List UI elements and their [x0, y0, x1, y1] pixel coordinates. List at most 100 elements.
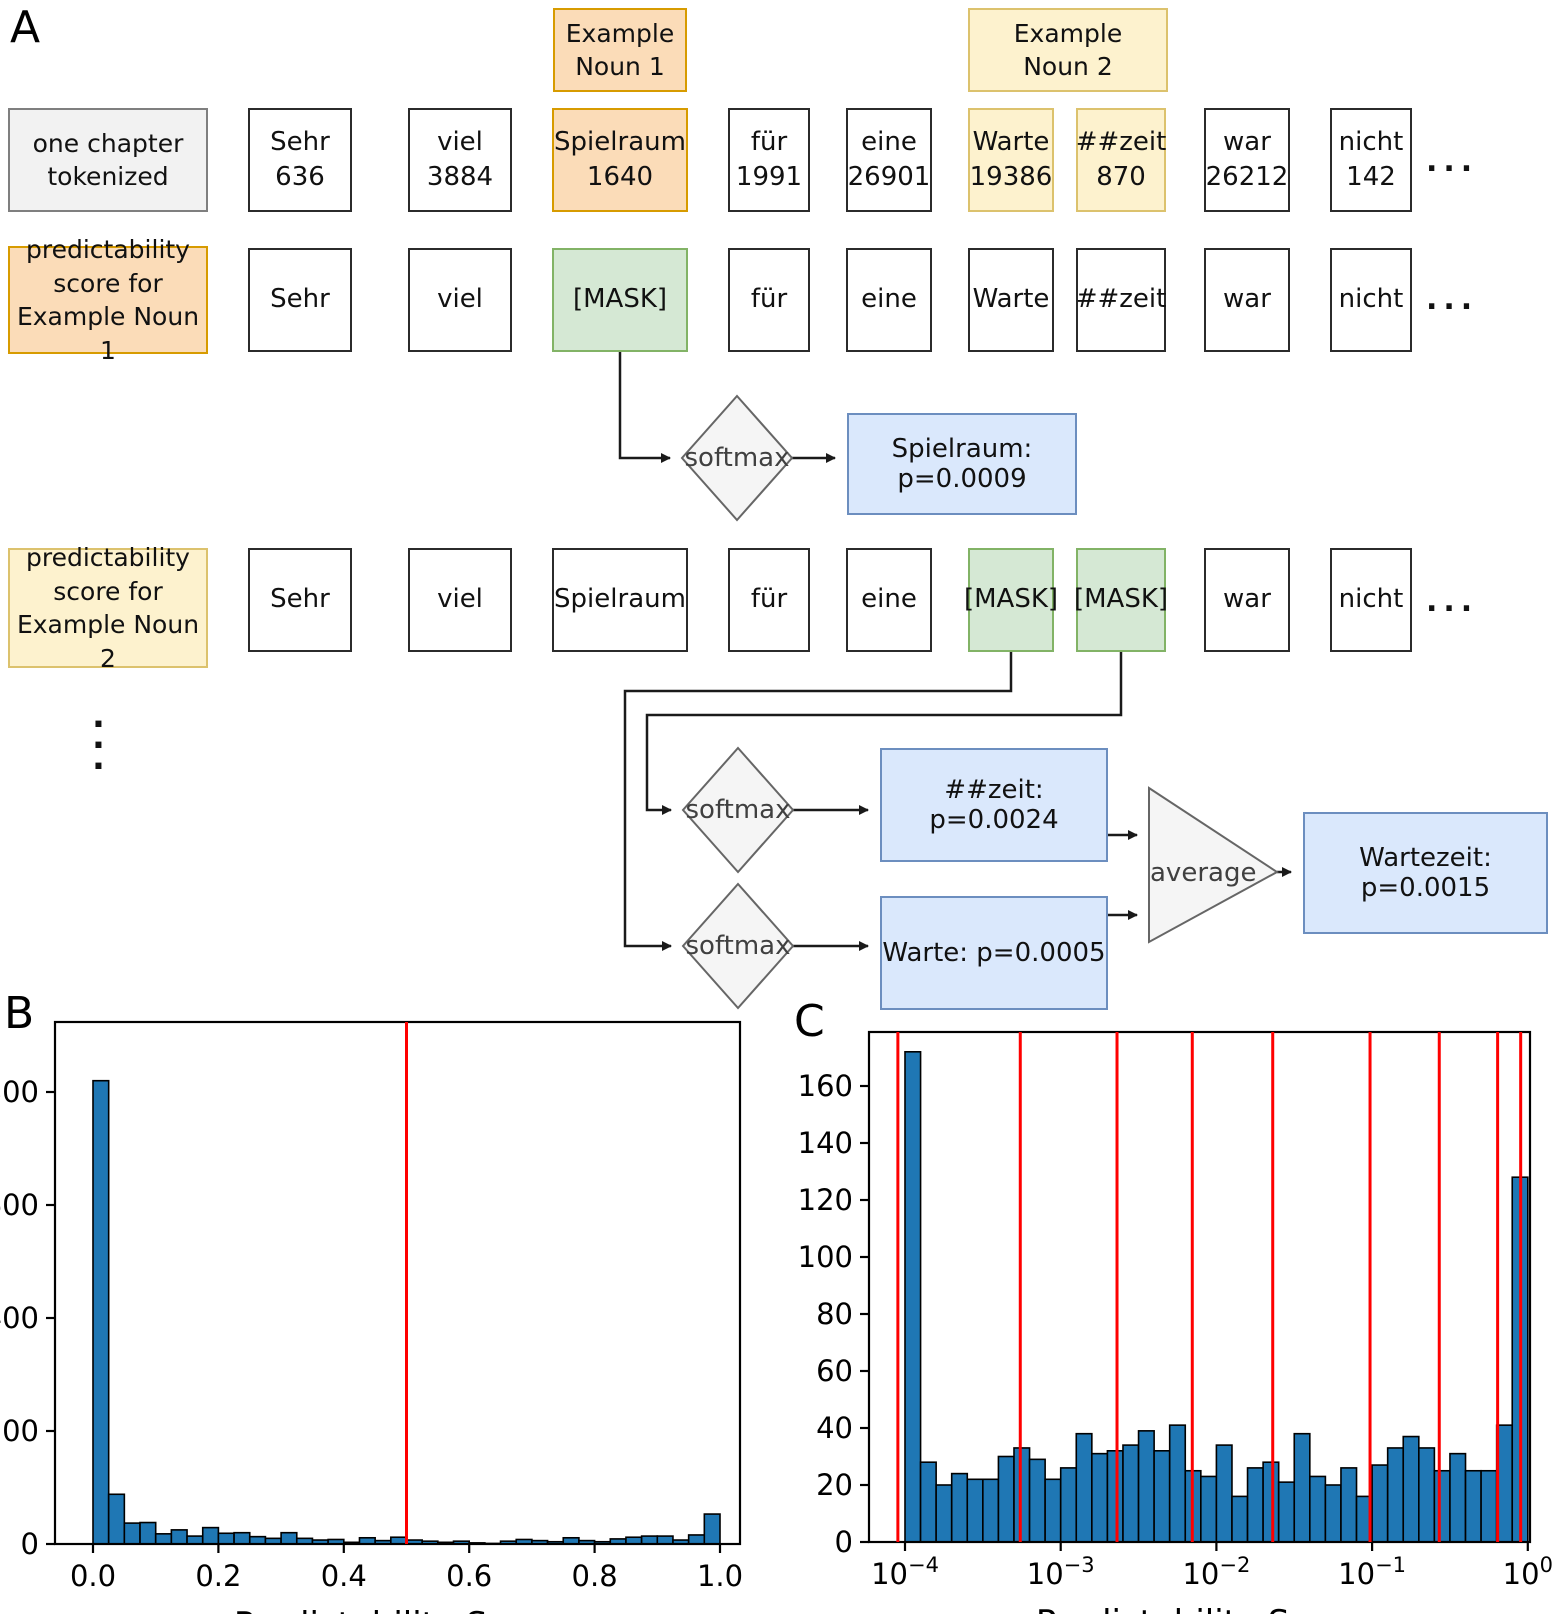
x-tick-label: 0.4 — [321, 1559, 367, 1593]
softmax-diamond-3 — [681, 882, 795, 1010]
hist-bar — [1433, 1469, 1451, 1543]
result-warte-box: Warte: p=0.0005 — [880, 896, 1108, 1010]
token-eine-row1: eine 26901 — [846, 108, 932, 212]
y-tick-label: 120 — [798, 1183, 853, 1217]
hist-bar — [1324, 1484, 1342, 1543]
y-tick-label: 40 — [816, 1411, 853, 1445]
hist-bar — [1044, 1478, 1062, 1543]
x-tick-label: 10−2 — [1182, 1553, 1250, 1591]
token-viel-row2: viel — [408, 248, 512, 352]
token-nicht-row3: nicht — [1330, 548, 1412, 652]
hist-bar — [1371, 1464, 1389, 1543]
token-fr-row2: für — [728, 248, 810, 352]
x-axis-label: Predictability Score — [1036, 1603, 1363, 1614]
hist-bar — [1480, 1469, 1498, 1543]
hist-bar — [1122, 1444, 1140, 1543]
x-tick-label: 100 — [1503, 1553, 1553, 1591]
connector-maskA-to-softmax-warte — [623, 652, 1013, 951]
hist-bar — [1262, 1461, 1280, 1543]
token-spielraum-row3: Spielraum — [552, 548, 688, 652]
y-tick-label: 400 — [0, 1301, 39, 1335]
example-noun-2-box: Example Noun 2 — [968, 8, 1168, 92]
token-war-row1: war 26212 — [1204, 108, 1290, 212]
hist-bar — [1091, 1452, 1109, 1543]
y-tick-label: 0 — [21, 1527, 39, 1561]
token-war-row3: war — [1204, 548, 1290, 652]
hist-bar — [1231, 1495, 1249, 1543]
hist-bar — [997, 1455, 1015, 1543]
y-tick-label: 140 — [798, 1126, 853, 1160]
token-warte-row1: Warte 19386 — [968, 108, 1054, 212]
hist-bar — [1106, 1450, 1124, 1543]
y-tick-label: 0 — [835, 1525, 853, 1559]
token-sehr-row3: Sehr — [248, 548, 352, 652]
hist-bar — [1309, 1475, 1327, 1543]
hist-bar — [1418, 1447, 1436, 1543]
hist-bar — [1028, 1458, 1046, 1543]
token-eine-row2: eine — [846, 248, 932, 352]
x-tick-label: 0.6 — [446, 1559, 492, 1593]
hist-bar — [1200, 1475, 1218, 1543]
hist-bar — [1449, 1452, 1467, 1543]
token-mask-row3: [MASK] — [1074, 548, 1168, 652]
y-tick-label: 60 — [816, 1354, 853, 1388]
token-fr-row1: für 1991 — [728, 108, 810, 212]
x-tick-label: 10−3 — [1027, 1553, 1095, 1591]
softmax-diamond-2 — [681, 746, 795, 874]
row-3-ellipsis: ... — [1426, 584, 1479, 619]
hist-bar — [982, 1478, 1000, 1543]
x-tick-label: 10−4 — [871, 1553, 939, 1591]
softmax-label-1: softmax — [684, 443, 790, 473]
y-tick-label: 800 — [0, 1075, 39, 1109]
example-noun-1-box: Example Noun 1 — [553, 8, 687, 92]
hist-bar — [1013, 1447, 1031, 1543]
connector-maskB-to-softmax-zeit — [645, 652, 1123, 815]
x-axis-label: Predictability Score — [234, 1605, 561, 1614]
hist-bar — [1075, 1432, 1093, 1543]
average-label: average — [1150, 858, 1257, 888]
token-nicht-row2: nicht — [1330, 248, 1412, 352]
token-zeit-row2: ##zeit — [1076, 248, 1166, 352]
hist-bar — [950, 1472, 969, 1543]
hist-bar — [1386, 1447, 1405, 1543]
hist-bar — [1153, 1450, 1171, 1543]
x-tick-label: 10−1 — [1338, 1553, 1406, 1591]
x-tick-label: 0.8 — [572, 1559, 618, 1593]
y-tick-label: 100 — [798, 1240, 853, 1274]
y-tick-label: 20 — [816, 1468, 853, 1502]
y-tick-label: 600 — [0, 1188, 39, 1222]
hist-bar — [1215, 1444, 1233, 1543]
x-tick-label: 0.2 — [195, 1559, 241, 1593]
token-war-row2: war — [1204, 248, 1290, 352]
plot-frame — [53, 1020, 742, 1546]
softmax-diamond-1 — [680, 394, 794, 522]
y-tick-label: 200 — [0, 1414, 39, 1448]
vertical-ellipsis: . . . — [92, 696, 105, 779]
hist-bar — [1246, 1467, 1264, 1543]
hist-bar — [1340, 1467, 1358, 1543]
hist-bar — [919, 1461, 937, 1543]
token-spielraum-row1: Spielraum 1640 — [552, 108, 688, 212]
row-2-ellipsis: ... — [1426, 282, 1479, 317]
x-tick-label: 1.0 — [697, 1559, 743, 1593]
hist-bar — [1402, 1435, 1420, 1543]
token-nicht-row1: nicht 142 — [1330, 108, 1412, 212]
row-1-ellipsis: ... — [1426, 144, 1479, 179]
token-fr-row3: für — [728, 548, 810, 652]
token-mask-row3: [MASK] — [964, 548, 1058, 652]
token-viel-row3: viel — [408, 548, 512, 652]
token-warte-row2: Warte — [968, 248, 1054, 352]
hist-bar — [904, 1051, 922, 1543]
row-1-label: one chapter tokenized — [8, 108, 208, 212]
connector-mask1-to-softmax — [618, 352, 671, 463]
average-triangle — [1148, 786, 1279, 944]
softmax-label-2: softmax — [685, 795, 791, 825]
hist-bar — [1168, 1424, 1187, 1543]
panel-a-label: A — [10, 2, 41, 53]
result-zeit-box: ##zeit: p=0.0024 — [880, 748, 1108, 862]
token-viel-row1: viel 3884 — [408, 108, 512, 212]
result-wartezeit-box: Wartezeit: p=0.0015 — [1303, 812, 1548, 934]
y-tick-label: 80 — [816, 1297, 853, 1331]
